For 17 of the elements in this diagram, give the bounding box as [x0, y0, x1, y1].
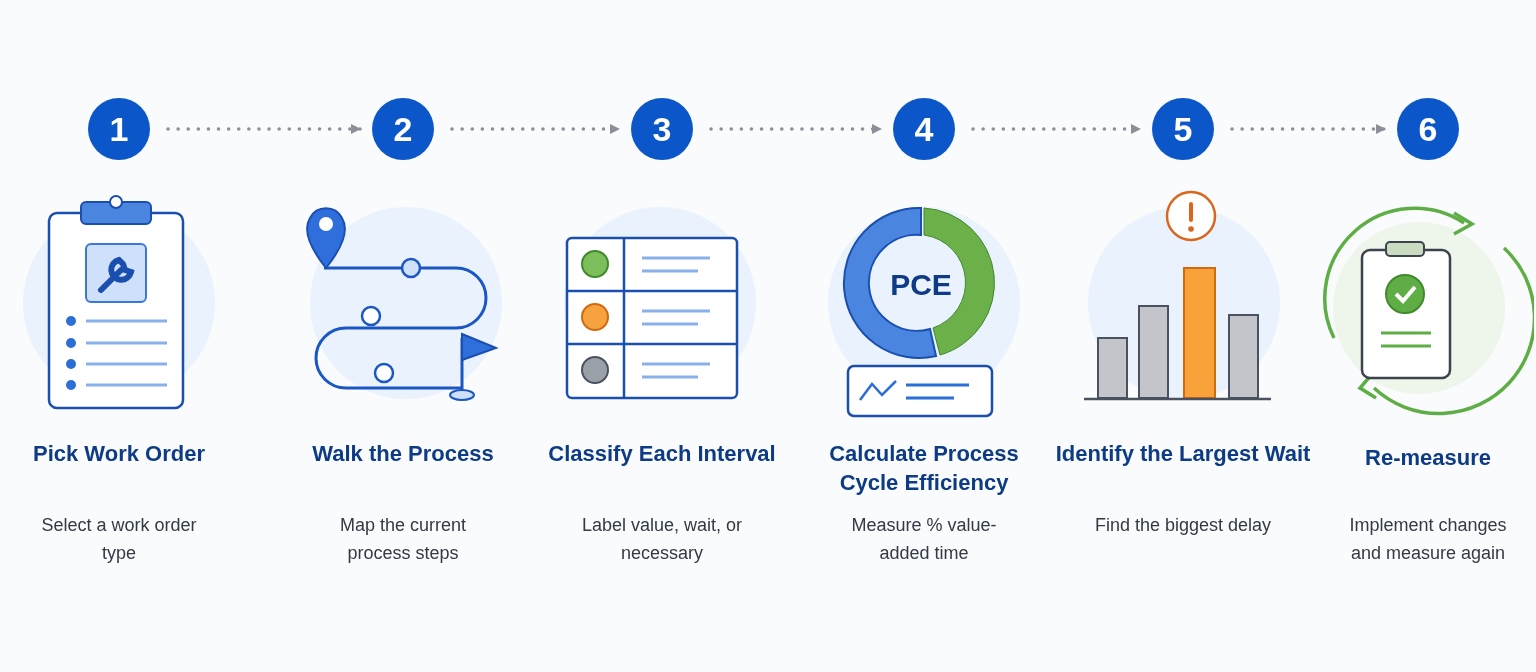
- step-title: Classify Each Interval: [547, 440, 777, 468]
- dotted-arrow: [166, 124, 362, 134]
- dotted-arrow: [971, 124, 1142, 134]
- step-title: Calculate Process Cycle Efficiency: [828, 440, 1020, 497]
- donut-center-label: PCE: [889, 267, 953, 303]
- step-description: Implement changes and measure again: [1348, 514, 1508, 565]
- step-description: Find the biggest delay: [1093, 514, 1273, 537]
- dotted-arrow: [1230, 124, 1387, 134]
- step-description: Measure % value-added time: [850, 514, 998, 565]
- step-description: Map the current process steps: [338, 514, 468, 565]
- dotted-arrow: [709, 124, 883, 134]
- step-title: Identify the Largest Wait: [1054, 440, 1312, 468]
- step-title: Pick Work Order: [32, 440, 206, 468]
- step-description: Label value, wait, or necessary: [580, 514, 744, 565]
- dotted-arrow: [450, 124, 621, 134]
- step-title: Walk the Process: [311, 440, 495, 468]
- step-description: Select a work order type: [40, 514, 198, 565]
